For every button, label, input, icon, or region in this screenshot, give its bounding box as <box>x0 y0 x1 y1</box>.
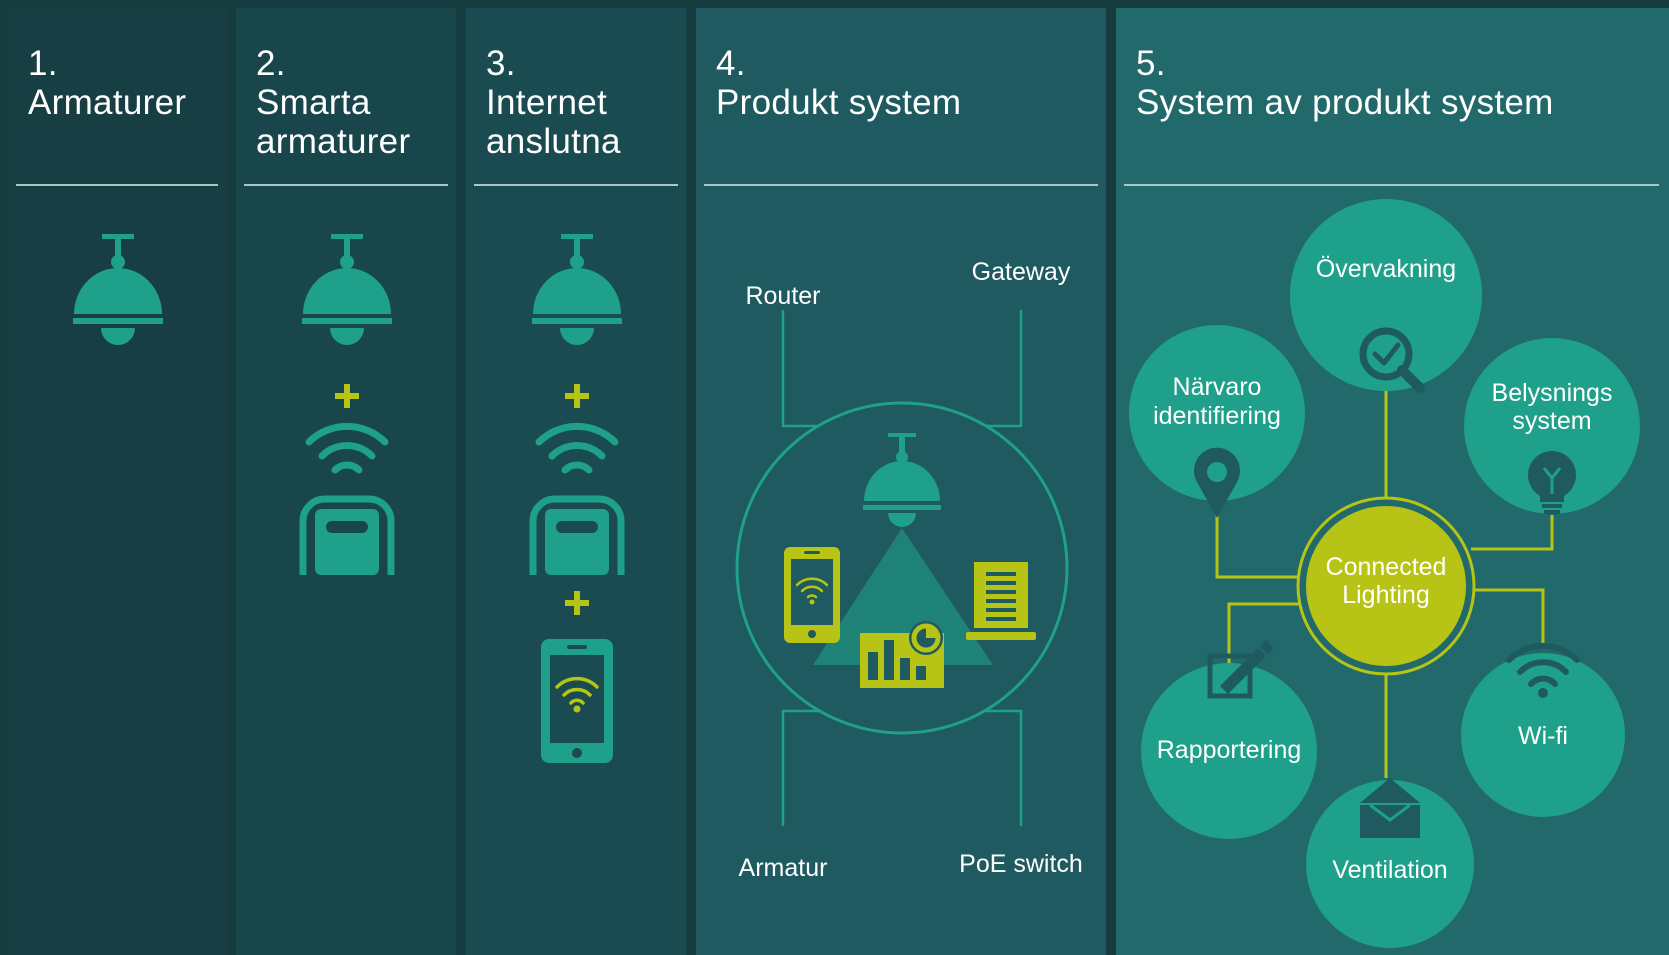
node-label: Belysnings <box>1492 379 1613 407</box>
router-label: Router <box>745 282 820 310</box>
ventilation-box-icon <box>1360 778 1420 838</box>
armatur-label: Armatur <box>739 854 828 882</box>
column-title-line: Armaturer <box>28 83 187 122</box>
column-title-line: Produkt system <box>716 83 962 122</box>
column-title: 2. Smarta armaturer <box>256 44 410 161</box>
column-title: 1. Armaturer <box>28 44 186 122</box>
system-of-systems-diagram: Övervakning Närvaro identifiering Belys <box>1129 199 1640 948</box>
column-armaturer: 1. Armaturer <box>8 8 226 955</box>
node-rapportering: Rapportering <box>1141 640 1317 839</box>
divider <box>16 184 218 186</box>
column-number: 3. <box>486 44 516 83</box>
column-internet-anslutna: 3. Internet anslutna <box>466 8 686 955</box>
column-title-line: anslutna <box>486 122 621 161</box>
wifi-dot <box>1538 688 1548 698</box>
column-title-line: System av produkt system <box>1136 83 1554 122</box>
ceiling-lamp-icon <box>302 234 392 345</box>
wifi-icon <box>1506 642 1580 687</box>
divider <box>474 184 678 186</box>
node-overvakning: Övervakning <box>1290 199 1482 393</box>
column-number: 5. <box>1136 44 1166 83</box>
node-label: Närvaro <box>1173 373 1262 401</box>
column-title: 5. System av produkt system <box>1136 44 1554 122</box>
node-label: Övervakning <box>1316 255 1456 283</box>
wifi-icon <box>535 422 619 474</box>
column-2-graphics <box>299 234 395 575</box>
column-produkt-system: 4. Produkt system <box>696 8 1106 955</box>
plus-icon <box>565 384 589 408</box>
node-wi-fi: Wi-fi <box>1461 642 1625 817</box>
hub-connected-lighting: Connected Lighting <box>1296 496 1476 676</box>
connector-lines <box>781 310 1023 826</box>
light-bulb-icon <box>1528 451 1576 514</box>
magnifier-check-icon <box>1359 327 1425 393</box>
column-title: 4. Produkt system <box>716 44 961 122</box>
node-label: identifiering <box>1153 402 1281 430</box>
ceiling-lamp-icon <box>863 433 941 527</box>
smartphone-icon <box>784 547 840 643</box>
column-3-graphics <box>529 234 625 763</box>
column-number: 4. <box>716 44 746 83</box>
column-number: 1. <box>28 44 58 83</box>
column-title-line: Smarta <box>256 83 371 122</box>
node-narvaro-identifiering: Närvaro identifiering <box>1129 325 1305 518</box>
poe-switch-label: PoE switch <box>959 850 1083 878</box>
product-system-diagram: Router Gateway Armatur PoE switch <box>735 258 1083 882</box>
hub-label: Lighting <box>1342 581 1430 609</box>
divider <box>704 184 1098 186</box>
column-system-av-produkt-system: 5. System av produkt system Övervakning <box>1116 8 1669 955</box>
node-label: system <box>1512 407 1591 435</box>
hub-label: Connected <box>1326 553 1447 581</box>
ceiling-lamp-icon <box>532 234 622 345</box>
node-label: Wi-fi <box>1518 722 1568 750</box>
gateway-label: Gateway <box>972 258 1071 286</box>
column-title: 3. Internet anslutna <box>486 44 621 161</box>
divider <box>1124 184 1659 186</box>
connector-lines <box>1215 388 1554 778</box>
smartphone-icon <box>541 639 613 763</box>
bar-chart-icon <box>860 621 944 688</box>
server-icon <box>966 562 1036 640</box>
sensor-device-icon <box>529 495 625 575</box>
column-number: 2. <box>256 44 286 83</box>
column-title-line: armaturer <box>256 122 411 161</box>
node-ventilation: Ventilation <box>1306 778 1474 948</box>
column-smarta-armaturer: 2. Smarta armaturer <box>236 8 456 955</box>
edit-pencil-icon <box>1207 640 1274 699</box>
sensor-device-icon <box>299 495 395 575</box>
plus-icon <box>565 591 589 615</box>
plus-icon <box>335 384 359 408</box>
light-beam <box>813 528 993 665</box>
node-label: Ventilation <box>1332 856 1447 884</box>
location-pin-icon <box>1194 447 1240 518</box>
column-title-line: Internet <box>486 83 608 122</box>
wifi-icon <box>305 422 389 474</box>
node-belysnings-system: Belysnings system <box>1464 338 1640 514</box>
divider <box>244 184 448 186</box>
ceiling-lamp-icon <box>73 234 163 345</box>
node-label: Rapportering <box>1157 736 1302 764</box>
column-1-graphics <box>73 234 163 345</box>
